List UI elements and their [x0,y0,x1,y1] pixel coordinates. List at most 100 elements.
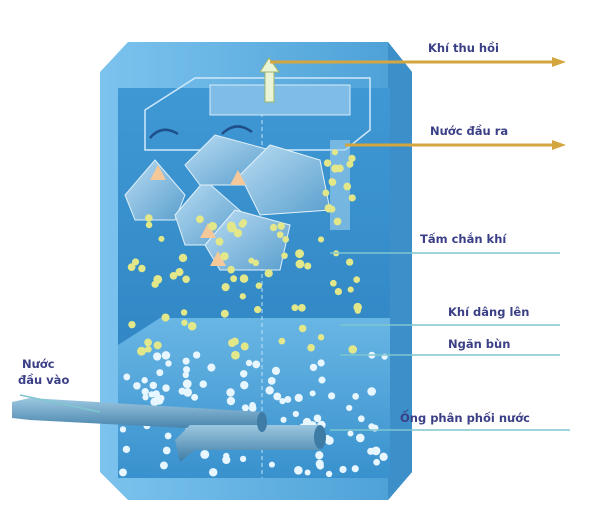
collection-box [144,77,371,151]
gas-bubble [295,259,305,269]
water-bubble [245,359,253,367]
gas-bubble [230,275,238,283]
water-bubble [294,465,303,475]
gas-bubble [132,258,140,266]
gas-bubble [331,149,339,156]
gas-bubble [354,307,362,314]
gas-bubble [304,262,312,270]
water-bubble [157,394,165,402]
water-bubble [339,465,347,474]
water-bubble [183,366,191,374]
water-bubble [164,432,172,440]
gas-bubble [187,321,197,331]
gas-bubble [298,304,306,312]
gas-bubble [348,345,358,354]
tank-right-side [388,42,412,500]
gas-bubble [151,280,159,288]
label-water-in-line1: Nước [22,357,55,371]
gas-bubble [291,304,299,312]
gas-bubble [322,189,330,197]
gas-bubble [215,237,224,246]
water-bubble [182,357,190,365]
water-bubble [119,426,127,433]
water-bubble [328,392,336,400]
gas-bubble [307,343,315,352]
water-bubble [208,468,218,477]
water-output-arrow [345,140,566,150]
gas-up-arrow-icon [259,57,280,103]
water-bubble [294,393,303,402]
label-sludge-zone: Ngăn bùn [448,337,510,351]
gas-bubble [144,338,152,347]
gas-bubble [228,338,237,348]
water-bubble [352,392,359,400]
gas-bubble [334,287,343,296]
water-bubble [302,417,312,427]
gas-bubble [255,282,263,289]
water-bubble [355,433,365,443]
water-bubble [182,371,190,379]
gas-bubble [346,160,354,168]
water-bubble [191,393,199,401]
gas-bubble [175,268,184,277]
gas-bubble [317,334,325,341]
gas-bubble [220,309,229,318]
gas-bubble [231,350,240,360]
gas-bubble [254,305,262,314]
gas-bubble [239,293,246,300]
water-bubble [284,396,292,403]
gas-bubble [269,223,278,232]
gas-bubble [144,345,152,353]
water-bubble [347,430,354,437]
water-bubble [379,452,388,461]
gas-bubble [137,346,146,356]
water-bubble [161,351,171,360]
leader-water-in [19,394,101,413]
gas-bubble [335,164,344,173]
gas-bubble [221,283,230,292]
gas-bubble [343,182,352,191]
gas-bubble [169,271,178,280]
gas-bubble [127,263,136,272]
label-rising-gas: Khí dâng lên [448,305,529,319]
gas-collector-channel [209,84,351,116]
label-gas-out: Khí thu hồi [428,41,499,55]
water-bubble [240,380,249,390]
gas-bubble [240,342,249,351]
gas-bubble [328,178,335,185]
bubbles [118,149,388,478]
water-bubble [273,392,282,401]
water-bubble [371,446,381,456]
water-bubble [267,376,276,385]
gas-bubble [208,221,217,231]
water-bubble [357,415,365,423]
water-bubble [222,455,231,465]
label-gas-baffle: Tấm chắn khí [420,232,507,246]
gas-bubble [277,222,285,230]
water-bubble [313,414,322,423]
water-bubble [119,468,127,477]
gas-bubble [181,319,188,326]
flow-arrow-icon [149,128,179,139]
water-bubble [182,379,192,389]
gas-bubble [239,274,249,283]
gas-bubble [295,249,304,259]
water-bubble [239,455,247,463]
water-bubble [280,416,287,423]
water-bubble [271,366,281,375]
water-bubble [162,446,171,455]
gas-bubble [282,236,289,243]
water-bubble [226,388,235,397]
water-bubble [318,376,326,384]
water-bubble [268,461,275,468]
water-bubble [226,396,236,406]
gas-bubble [348,154,356,162]
water-bubble [165,360,172,367]
gas-bubble [145,221,153,229]
water-bubble [315,459,324,468]
gas-bubble [353,276,361,283]
water-bubble [141,377,148,384]
gas-bubble [182,275,190,284]
water-bubble [162,384,170,392]
